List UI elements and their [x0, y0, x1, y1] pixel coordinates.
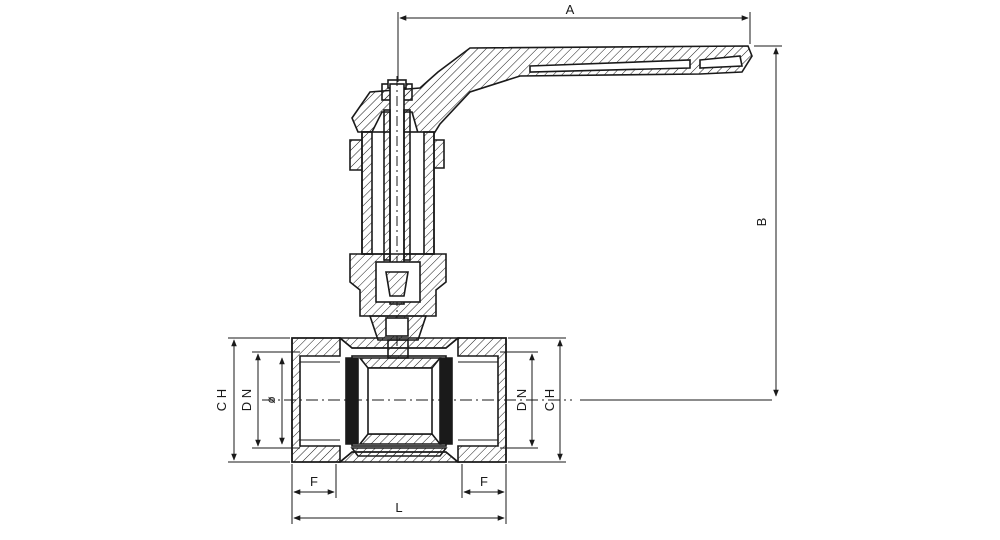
- stem-extension: [361, 76, 435, 360]
- dim-label-diameter: ø: [264, 396, 278, 404]
- dimension-lines: [228, 12, 782, 524]
- dim-label-dn-left: D N: [239, 389, 254, 411]
- dim-label-dn-right: D N: [514, 389, 529, 411]
- valve-body: [291, 337, 507, 463]
- bonnet: [349, 253, 447, 341]
- dim-label-b: B: [754, 218, 769, 227]
- dim-label-ch-right: C H: [542, 389, 557, 411]
- lever-handle: [351, 45, 753, 141]
- dim-label-l: L: [395, 500, 402, 515]
- dim-label-f-right: F: [480, 474, 488, 489]
- dim-label-ch-left: C H: [214, 389, 229, 411]
- dim-label-a: A: [566, 2, 575, 17]
- dim-label-f-left: F: [310, 474, 318, 489]
